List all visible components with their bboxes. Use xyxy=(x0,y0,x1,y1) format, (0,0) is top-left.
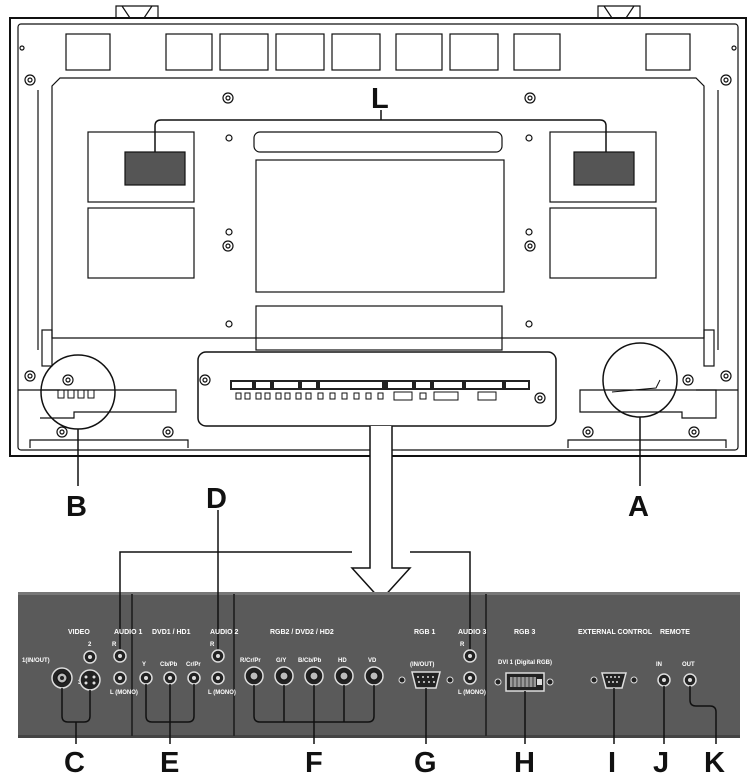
label-external-control: EXTERNAL CONTROL xyxy=(578,629,653,636)
label-cr-pr: Cr/Pr xyxy=(186,662,201,668)
jack-audio2-r xyxy=(211,649,225,663)
label-audio1-r: R xyxy=(112,642,117,648)
label-audio1: AUDIO 1 xyxy=(114,629,143,636)
callout-G: G xyxy=(414,747,437,779)
jack-external-control xyxy=(590,672,638,689)
callout-letters: L B A D C E F G H I J K xyxy=(64,83,725,779)
label-video-in-out: 1(IN/OUT) xyxy=(22,658,50,664)
callout-L: L xyxy=(371,83,389,115)
label-y: Y xyxy=(142,662,146,668)
label-vd: VD xyxy=(368,658,377,664)
jack-video1 xyxy=(51,667,73,689)
callout-D: D xyxy=(206,483,227,515)
jack-audio3-r xyxy=(463,649,477,663)
callout-leaders xyxy=(61,684,717,744)
callout-H: H xyxy=(514,747,535,779)
panel-labels: VIDEO 2 1(IN/OUT) 3 AUDIO 1 R L (MONO) D… xyxy=(22,629,695,696)
label-audio2: AUDIO 2 xyxy=(210,629,239,636)
jack-vd xyxy=(364,666,384,686)
jack-dvi xyxy=(494,672,554,692)
jack-audio1-r xyxy=(113,649,127,663)
label-r-cr-pr: R/Cr/Pr xyxy=(240,658,261,664)
label-video: VIDEO xyxy=(68,629,90,636)
callout-E: E xyxy=(160,747,179,779)
label-b-cb-pb: B/Cb/Pb xyxy=(298,658,322,664)
label-audio2-l: L (MONO) xyxy=(208,690,236,696)
hanging-bracket-right xyxy=(597,5,641,19)
label-video-2: 2 xyxy=(88,642,92,648)
jack-g-y xyxy=(274,666,294,686)
callout-I: I xyxy=(608,747,616,779)
label-rgb1-in-out: (IN/OUT) xyxy=(410,662,434,668)
jack-video2 xyxy=(83,650,97,664)
label-audio3: AUDIO 3 xyxy=(458,629,487,636)
label-hd: HD xyxy=(338,658,347,664)
jack-remote-in xyxy=(657,673,671,687)
label-audio3-l: L (MONO) xyxy=(458,690,486,696)
label-rgb1: RGB 1 xyxy=(414,629,436,636)
jack-remote-out xyxy=(683,673,697,687)
callout-J: J xyxy=(653,747,669,779)
label-dvi1: DVI 1 (Digital RGB) xyxy=(498,660,552,666)
callout-B: B xyxy=(66,491,87,523)
jack-cb-pb xyxy=(163,671,177,685)
callout-K: K xyxy=(704,747,725,779)
label-remote-in: IN xyxy=(656,662,662,668)
label-rgb3: RGB 3 xyxy=(514,629,536,636)
callout-F: F xyxy=(305,747,323,779)
panel-jacks xyxy=(51,649,697,692)
hanging-bracket-left xyxy=(115,5,159,19)
label-rgb2-dvd2-hd2: RGB2 / DVD2 / HD2 xyxy=(270,629,334,636)
jack-rgb1-dsub xyxy=(398,671,454,689)
label-audio2-r: R xyxy=(210,642,215,648)
jack-video3-svideo xyxy=(79,669,101,691)
speaker-terminal-left xyxy=(124,151,186,186)
speaker-terminal-right xyxy=(573,151,635,186)
jack-audio2-l xyxy=(211,671,225,685)
label-audio1-l: L (MONO) xyxy=(110,690,138,696)
callout-C: C xyxy=(64,747,85,779)
label-g-y: G/Y xyxy=(276,658,286,664)
callout-A: A xyxy=(628,491,649,523)
jack-hd xyxy=(334,666,354,686)
jack-cr-pr xyxy=(187,671,201,685)
label-audio3-r: R xyxy=(460,642,465,648)
connector-panel xyxy=(18,592,740,738)
jack-audio3-l xyxy=(463,671,477,685)
label-remote-out: OUT xyxy=(682,662,695,668)
label-dvd1-hd1: DVD1 / HD1 xyxy=(152,629,191,636)
jack-audio1-l xyxy=(113,671,127,685)
label-remote: REMOTE xyxy=(660,629,690,636)
callout-L-lines xyxy=(154,110,607,152)
label-cb-pb: Cb/Pb xyxy=(160,662,178,668)
jack-y xyxy=(139,671,153,685)
terminal-board xyxy=(197,351,557,427)
jack-r-cr-pr xyxy=(244,666,264,686)
jack-b-cb-pb xyxy=(304,666,324,686)
